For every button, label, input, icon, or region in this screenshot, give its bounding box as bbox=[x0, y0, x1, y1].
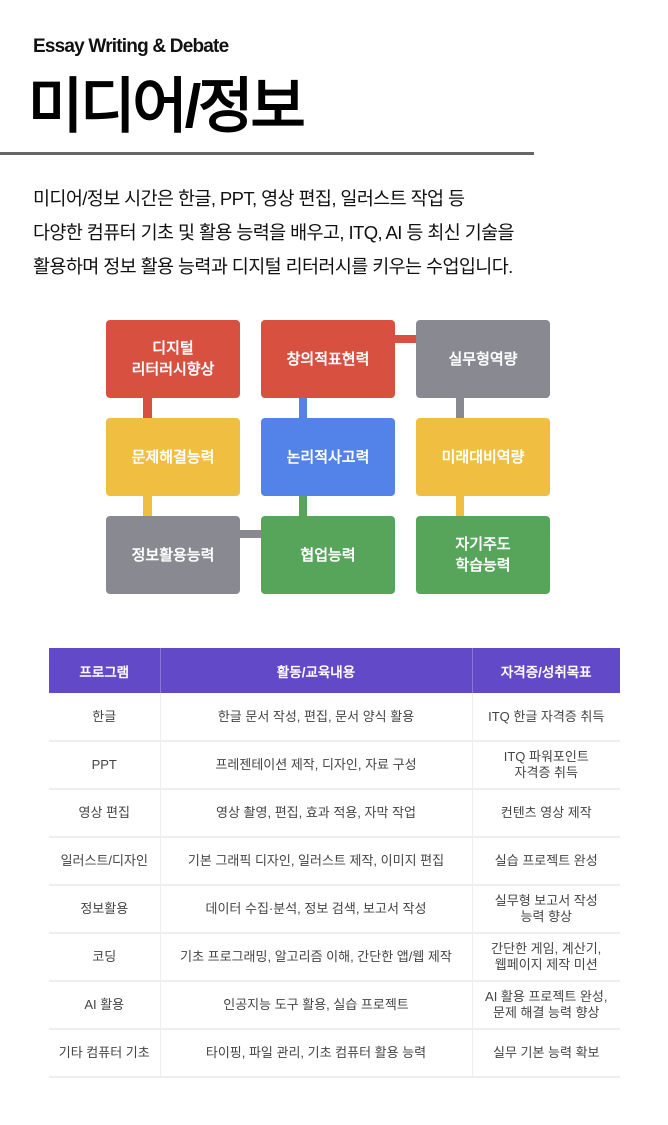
table-cell: 영상 촬영, 편집, 효과 적용, 자막 작업 bbox=[160, 789, 473, 838]
skill-box-practical: 실무형역량 bbox=[416, 320, 550, 398]
description-line: 미디어/정보 시간은 한글, PPT, 영상 편집, 일러스트 작업 등 bbox=[33, 188, 465, 209]
column-header: 자격증/성취목표 bbox=[472, 648, 620, 693]
table-cell: 일러스트/디자인 bbox=[49, 837, 161, 886]
column-header: 활동/교육내용 bbox=[160, 648, 473, 693]
connector bbox=[143, 396, 152, 420]
table-cell: ITQ 한글 자격증 취득 bbox=[472, 693, 620, 742]
table-cell: 코딩 bbox=[49, 933, 161, 982]
skill-box-problem-solving: 문제해결능력 bbox=[106, 418, 240, 496]
table-cell: AI 활용 프로젝트 완성, 문제 해결 능력 향상 bbox=[472, 981, 620, 1030]
table-cell: ITQ 파워포인트 자격증 취득 bbox=[472, 741, 620, 790]
connector bbox=[143, 494, 152, 518]
table-cell: 정보활용 bbox=[49, 885, 161, 934]
table-cell: 한글 bbox=[49, 693, 161, 742]
skill-box-logical-thinking: 논리적사고력 bbox=[261, 418, 395, 496]
table-cell: AI 활용 bbox=[49, 981, 161, 1030]
table-cell: 컨텐츠 영상 제작 bbox=[472, 789, 620, 838]
divider bbox=[0, 152, 534, 155]
page-subtitle: Essay Writing & Debate bbox=[33, 36, 229, 57]
page-title: 미디어/정보 bbox=[28, 73, 306, 140]
table-cell: 실무 기본 능력 확보 bbox=[472, 1029, 620, 1078]
column-header: 프로그램 bbox=[49, 648, 161, 693]
connector bbox=[299, 494, 307, 518]
table-cell: 한글 문서 작성, 편집, 문서 양식 활용 bbox=[160, 693, 473, 742]
skill-box-digital-literacy: 디지털 리터러시향상 bbox=[106, 320, 240, 398]
description-line: 활용하며 정보 활용 능력과 디지털 리터러시를 키우는 수업입니다. bbox=[33, 256, 513, 277]
skill-box-self-directed: 자기주도 학습능력 bbox=[416, 516, 550, 594]
table-cell: 프레젠테이션 제작, 디자인, 자료 구성 bbox=[160, 741, 473, 790]
description: 미디어/정보 시간은 한글, PPT, 영상 편집, 일러스트 작업 등 다양한… bbox=[33, 182, 515, 284]
connector bbox=[299, 396, 307, 420]
table-cell: 영상 편집 bbox=[49, 789, 161, 838]
connector bbox=[238, 530, 263, 538]
table-cell: 간단한 게임, 계산기, 웹페이지 제작 미션 bbox=[472, 933, 620, 982]
table-cell: 실습 프로젝트 완성 bbox=[472, 837, 620, 886]
table-cell: 타이핑, 파일 관리, 기초 컴퓨터 활용 능력 bbox=[160, 1029, 473, 1078]
connector bbox=[456, 494, 464, 518]
connector bbox=[393, 335, 418, 343]
skill-box-info-use: 정보활용능력 bbox=[106, 516, 240, 594]
table-cell: 기본 그래픽 디자인, 일러스트 제작, 이미지 편집 bbox=[160, 837, 473, 886]
table-cell: 데이터 수집·분석, 정보 검색, 보고서 작성 bbox=[160, 885, 473, 934]
description-line: 다양한 컴퓨터 기초 및 활용 능력을 배우고, ITQ, AI 등 최신 기술… bbox=[33, 222, 515, 243]
table-cell: 실무형 보고서 작성 능력 향상 bbox=[472, 885, 620, 934]
table-cell: PPT bbox=[49, 741, 161, 790]
skill-box-creative-expression: 창의적표현력 bbox=[261, 320, 395, 398]
table-cell: 기타 컴퓨터 기초 bbox=[49, 1029, 161, 1078]
table-header-row: 프로그램 활동/교육내용 자격증/성취목표 bbox=[49, 648, 620, 693]
skill-box-collaboration: 협업능력 bbox=[261, 516, 395, 594]
skill-box-future: 미래대비역량 bbox=[416, 418, 550, 496]
connector bbox=[456, 396, 464, 420]
table-cell: 기초 프로그래밍, 알고리즘 이해, 간단한 앱/웹 제작 bbox=[160, 933, 473, 982]
table-cell: 인공지능 도구 활용, 실습 프로젝트 bbox=[160, 981, 473, 1030]
